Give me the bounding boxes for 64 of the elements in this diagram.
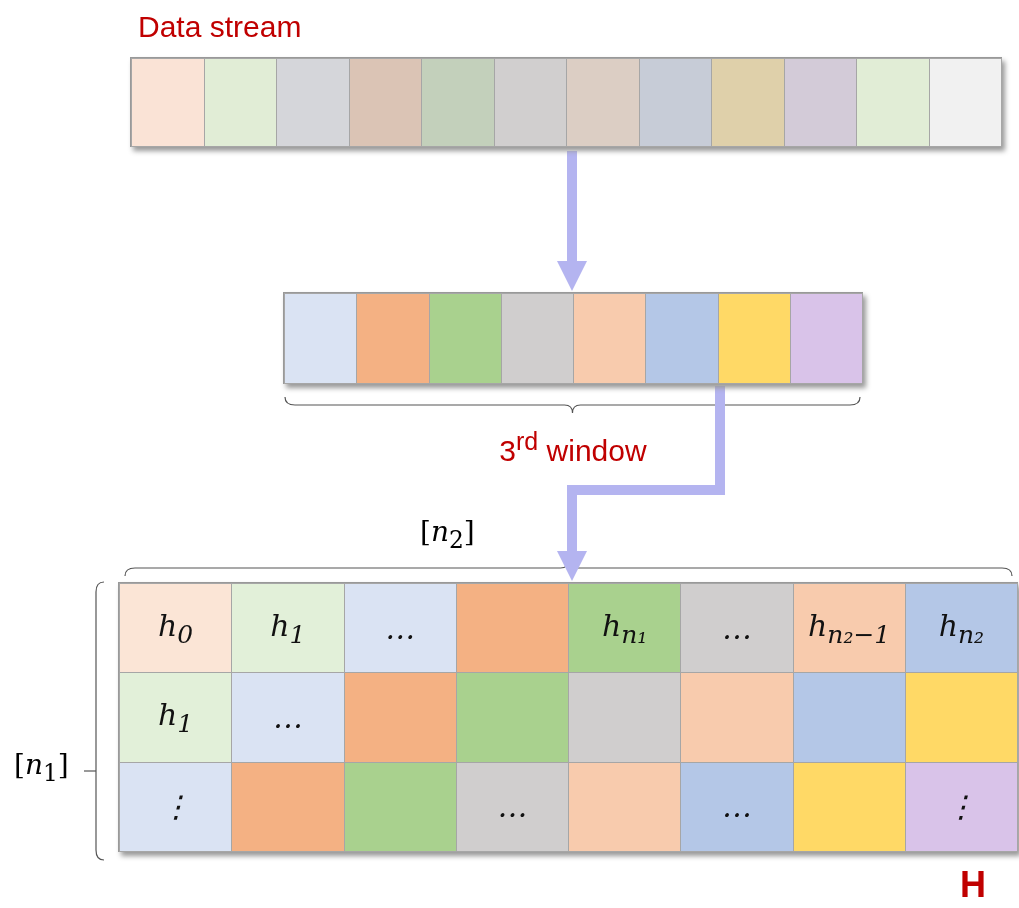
- math-label: ⋮: [160, 789, 191, 825]
- math-label: …: [497, 789, 528, 825]
- math-label: …: [721, 789, 752, 825]
- matrix-cell: [568, 761, 682, 852]
- stream-cell: [493, 58, 567, 147]
- matrix-cell: [343, 583, 457, 674]
- stream-cell: [203, 58, 277, 147]
- math-label: h$_{n₂}$: [938, 607, 985, 649]
- stream-cell: [276, 58, 350, 147]
- math-label: h$_{n₂−1}$: [807, 607, 891, 649]
- matrix-cell: [455, 672, 569, 763]
- math-label: …: [721, 610, 752, 646]
- stream-heading: Data stream: [138, 10, 302, 44]
- stream-cell: [928, 58, 1002, 147]
- math-label: ⋮: [946, 789, 977, 825]
- math-label: …: [385, 610, 416, 646]
- matrix-cell: [680, 583, 794, 674]
- math-label: h$_{0}$: [158, 607, 194, 649]
- stream-cell: [421, 58, 495, 147]
- stream-cell: [638, 58, 712, 147]
- matrix-cell: [792, 672, 906, 763]
- matrix-cell: [792, 761, 906, 852]
- math-label: …: [272, 700, 303, 735]
- stream-cell: [783, 58, 857, 147]
- matrix-name: H: [960, 864, 986, 906]
- matrix-cell: [343, 672, 457, 763]
- dimension-label: [n$_{2}$]: [420, 515, 475, 554]
- stream-cell: [566, 58, 640, 147]
- window-cell: [645, 293, 719, 384]
- window-cell: [500, 293, 574, 384]
- matrix-cell: [792, 583, 906, 674]
- matrix-cell: [904, 761, 1018, 852]
- stream-cell: [131, 58, 205, 147]
- matrix-cell: [119, 672, 233, 763]
- matrix-cell: [904, 672, 1018, 763]
- window-cell: [356, 293, 430, 384]
- matrix-cell: [568, 672, 682, 763]
- matrix-cell: [119, 761, 233, 852]
- matrix-cell: [343, 761, 457, 852]
- window-cell: [573, 293, 647, 384]
- matrix-cell: [680, 672, 794, 763]
- matrix-cell: [119, 583, 233, 674]
- window-caption: 3$^{rd}$ window: [498, 427, 648, 468]
- stream-cell: [856, 58, 930, 147]
- matrix-cell: [231, 761, 345, 852]
- matrix-cell: [568, 583, 682, 674]
- window-cell: [284, 293, 358, 384]
- arrow: [557, 151, 587, 291]
- matrix-cell: [904, 583, 1018, 674]
- arrow: [557, 386, 725, 581]
- matrix-cell: [680, 761, 794, 852]
- window-cell: [428, 293, 502, 384]
- stream-cell: [711, 58, 785, 147]
- math-label: h$_{n₁}$: [601, 607, 648, 649]
- stream-cell: [348, 58, 422, 147]
- window-cell: [717, 293, 791, 384]
- window-cell: [789, 293, 863, 384]
- matrix-cell: [455, 761, 569, 852]
- matrix-cell: [231, 583, 345, 674]
- math-label: h$_{1}$: [270, 607, 306, 649]
- matrix-cell: [455, 583, 569, 674]
- math-label: h$_{1}$: [158, 697, 194, 738]
- matrix-cell: [231, 672, 345, 763]
- dimension-label: [n$_{1}$]: [14, 748, 69, 787]
